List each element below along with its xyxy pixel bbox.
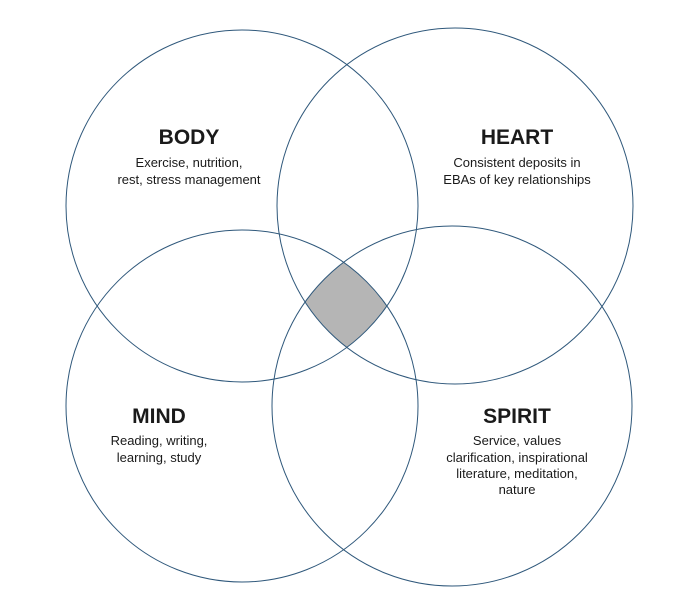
mind-title: MIND	[132, 405, 186, 428]
mind-description-line-2: learning, study	[117, 450, 202, 465]
circle-body	[65, 29, 419, 383]
mind-description-line-1: Reading, writing,	[111, 433, 208, 448]
heart-description-line-2: EBAs of key relationships	[443, 172, 591, 187]
central-overlap-region	[277, 230, 418, 382]
region-body-label: BODY Exercise, nutrition, rest, stress m…	[117, 126, 260, 187]
spirit-description-line-1: Service, values	[473, 433, 562, 448]
spirit-description-line-3: literature, meditation,	[456, 466, 577, 481]
circle-mind	[65, 229, 419, 583]
heart-title: HEART	[481, 126, 554, 149]
heart-description-line-1: Consistent deposits in	[453, 155, 580, 170]
circle-heart	[276, 27, 634, 385]
region-heart-label: HEART Consistent deposits in EBAs of key…	[443, 126, 591, 187]
circle-spirit	[271, 225, 633, 587]
body-description-line-2: rest, stress management	[117, 172, 260, 187]
spirit-description-line-2: clarification, inspirational	[446, 450, 588, 465]
region-spirit-label: SPIRIT Service, values clarification, in…	[446, 405, 588, 497]
spirit-description-line-4: nature	[499, 482, 536, 497]
body-description-line-1: Exercise, nutrition,	[136, 155, 243, 170]
body-title: BODY	[159, 126, 220, 149]
region-mind-label: MIND Reading, writing, learning, study	[111, 405, 208, 465]
spirit-title: SPIRIT	[483, 405, 551, 428]
